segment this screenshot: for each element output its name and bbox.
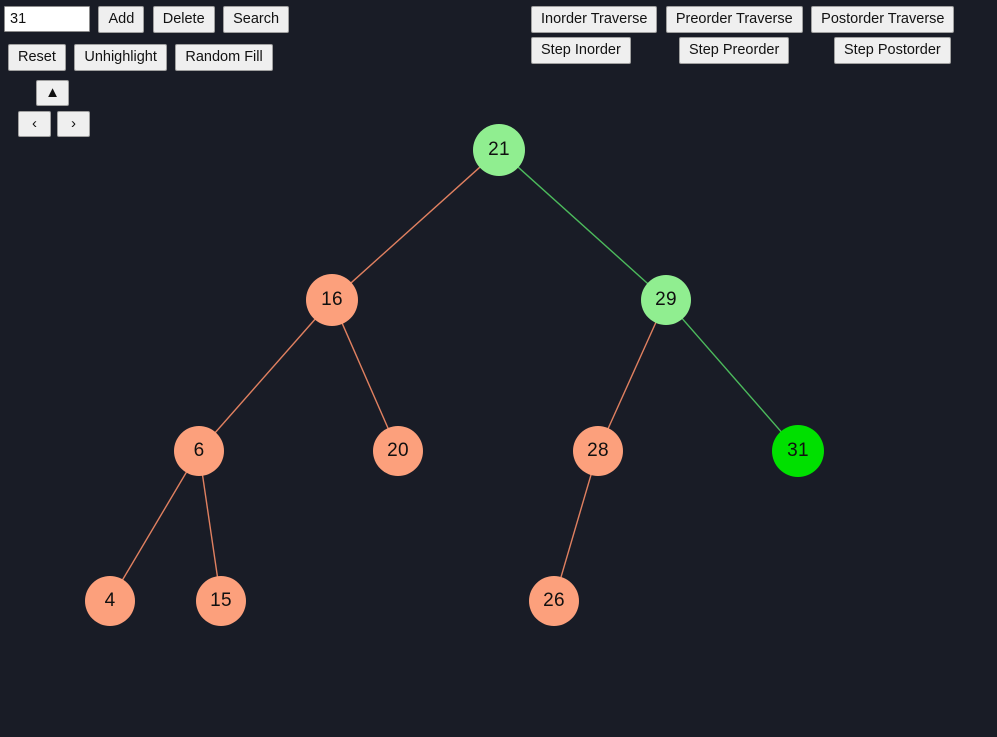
tree-node-28[interactable]: 28 xyxy=(573,426,623,476)
secondary-control-row: Reset Unhighlight Random Fill xyxy=(8,44,277,71)
tree-node-label: 28 xyxy=(587,440,609,461)
preorder-traverse-button[interactable]: Preorder Traverse xyxy=(665,6,803,33)
tree-node-label: 15 xyxy=(210,590,232,611)
nav-right-icon[interactable]: › xyxy=(57,111,90,137)
nav-up-icon[interactable]: ▲ xyxy=(36,80,69,106)
tree-node-label: 26 xyxy=(543,590,565,611)
nav-left-icon[interactable]: ‹ xyxy=(18,111,51,137)
tree-node-label: 6 xyxy=(193,440,205,461)
value-input[interactable] xyxy=(4,6,90,32)
primary-control-row: Add Delete Search xyxy=(4,6,290,33)
search-button[interactable]: Search xyxy=(223,6,290,33)
delete-button[interactable]: Delete xyxy=(152,6,215,33)
step-preorder-button[interactable]: Step Preorder xyxy=(679,37,790,64)
tree-node-label: 16 xyxy=(321,289,343,310)
unhighlight-button[interactable]: Unhighlight xyxy=(74,44,167,71)
reset-button[interactable]: Reset xyxy=(8,44,66,71)
add-button[interactable]: Add xyxy=(98,6,145,33)
step-postorder-button[interactable]: Step Postorder xyxy=(834,37,951,64)
tree-node-31[interactable]: 31 xyxy=(772,425,824,477)
postorder-traverse-button[interactable]: Postorder Traverse xyxy=(811,6,955,33)
tree-node-label: 31 xyxy=(787,440,809,461)
traversal-row: Inorder Traverse Preorder Traverse Posto… xyxy=(531,6,958,33)
tree-node-20[interactable]: 20 xyxy=(373,426,423,476)
tree-node-21[interactable]: 21 xyxy=(473,124,525,176)
tree-node-label: 21 xyxy=(488,139,510,160)
tree-node-label: 29 xyxy=(655,289,677,310)
tree-node-4[interactable]: 4 xyxy=(85,576,135,626)
tree-node-26[interactable]: 26 xyxy=(529,576,579,626)
step-inorder-button[interactable]: Step Inorder xyxy=(531,37,631,64)
random-fill-button[interactable]: Random Fill xyxy=(175,44,273,71)
tree-node-16[interactable]: 16 xyxy=(306,274,358,326)
tree-node-label: 20 xyxy=(387,440,409,461)
inorder-traverse-button[interactable]: Inorder Traverse xyxy=(531,6,658,33)
tree-node-6[interactable]: 6 xyxy=(174,426,224,476)
tree-node-label: 4 xyxy=(104,590,116,611)
tree-node-29[interactable]: 29 xyxy=(641,275,691,325)
tree-node-15[interactable]: 15 xyxy=(196,576,246,626)
navigation-pad: ▲ ‹ › xyxy=(18,80,98,142)
